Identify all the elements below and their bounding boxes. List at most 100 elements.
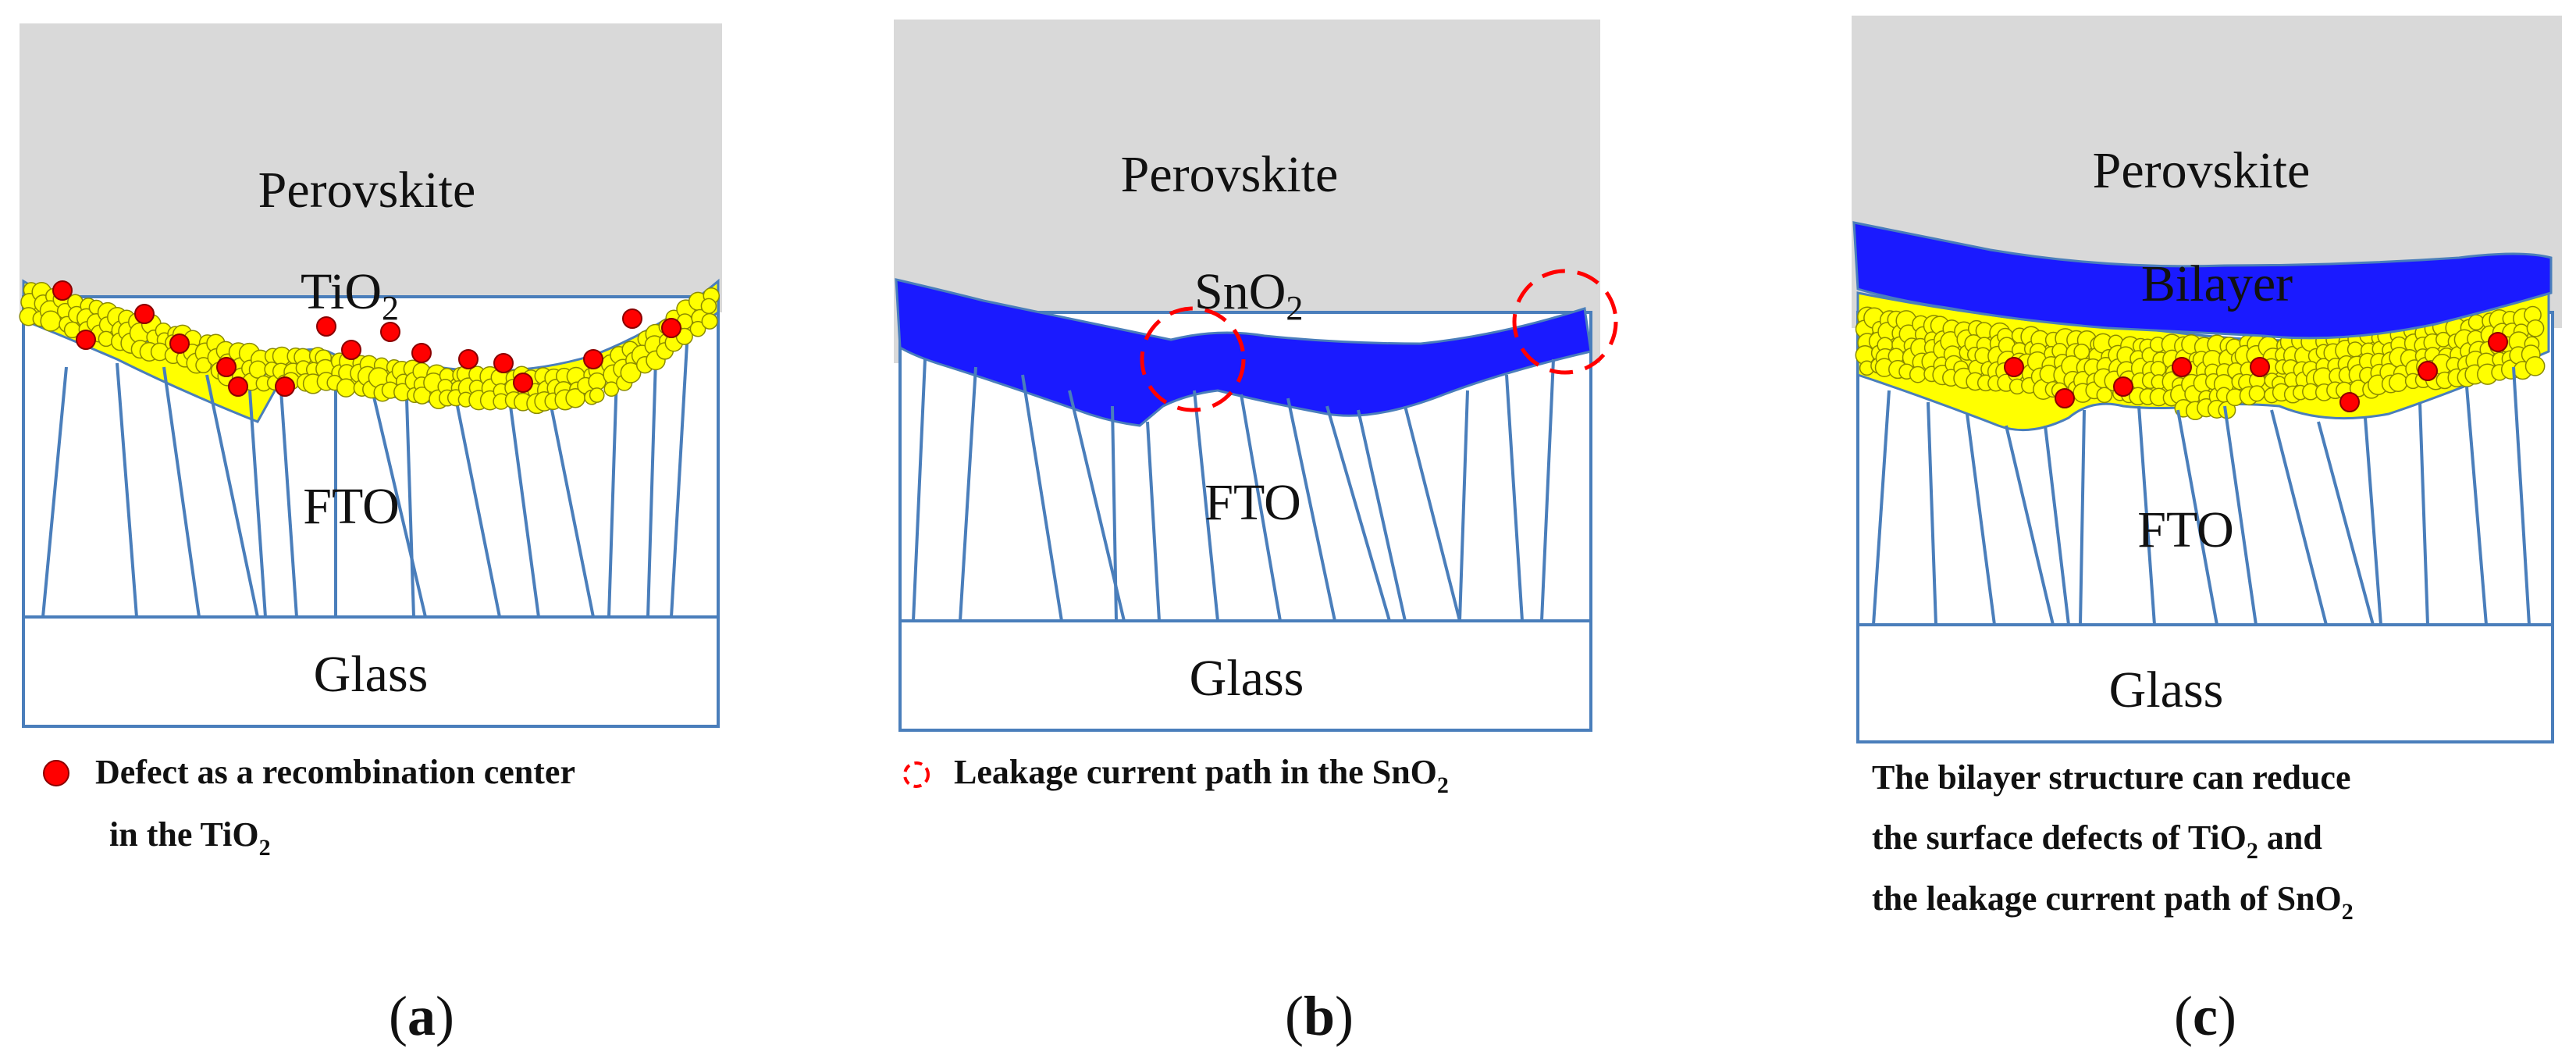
fto-grain-line bbox=[607, 374, 618, 618]
defect-site bbox=[622, 308, 642, 329]
panel-c: Perovskite Bilayer FTO Glass The bilayer… bbox=[1852, 16, 2562, 1047]
note-b-line1-base: Leakage current path in the SnO bbox=[954, 753, 1437, 791]
fto-grain-line bbox=[2176, 409, 2218, 626]
fto-grain-line bbox=[2512, 366, 2531, 626]
tio2-particle bbox=[2524, 355, 2546, 376]
fto-grain-line bbox=[1458, 390, 1469, 622]
fto-grain-line bbox=[2005, 425, 2055, 626]
note-c-line2: the surface defects of TiO2 and bbox=[1872, 818, 2322, 864]
fto-grain-line bbox=[404, 374, 415, 618]
fto-label-c: FTO bbox=[2137, 501, 2234, 558]
fto-grain-line bbox=[2418, 401, 2429, 626]
note-c-line3-sub: 2 bbox=[2342, 899, 2354, 925]
fto-grain-line bbox=[646, 358, 657, 618]
glass-layer-b bbox=[898, 619, 1592, 732]
glass-layer-c bbox=[1856, 623, 2554, 743]
etl-label-a-base: TiO bbox=[301, 263, 382, 320]
fto-grain-line bbox=[959, 366, 977, 622]
fto-grain-line bbox=[1404, 405, 1461, 622]
leakage-circle-2 bbox=[1512, 269, 1618, 375]
fto-grain-line bbox=[1111, 405, 1118, 622]
perovskite-label-a: Perovskite bbox=[258, 162, 476, 219]
panel-b: Perovskite SnO2 FTO Glass Leakage curren… bbox=[894, 20, 1618, 1047]
tio2-particle bbox=[589, 387, 605, 403]
fto-label-b: FTO bbox=[1204, 474, 1301, 531]
defect-site bbox=[316, 316, 336, 337]
tio2-particle bbox=[195, 357, 212, 374]
fto-grain-line bbox=[1927, 401, 1937, 626]
fto-grain-line bbox=[2270, 409, 2328, 626]
panel-label-b: (b) bbox=[1285, 985, 1354, 1047]
etl-label-a-sub: 2 bbox=[382, 289, 399, 327]
sno2-layer-c bbox=[1852, 221, 2553, 340]
defect-site bbox=[2055, 388, 2075, 408]
defect-site bbox=[2418, 361, 2438, 381]
note-c-line2-base: the surface defects of TiO bbox=[1872, 818, 2247, 857]
fto-grain-line bbox=[2364, 417, 2382, 626]
defect-site bbox=[2339, 392, 2360, 412]
fto-grain-line bbox=[912, 358, 927, 622]
fto-grain-line bbox=[1505, 374, 1524, 622]
fto-grain-line bbox=[2079, 409, 2086, 626]
tio2-particle bbox=[2073, 343, 2090, 360]
fto-grain-line bbox=[205, 374, 259, 618]
note-c-line3: the leakage current path of SnO2 bbox=[1872, 879, 2354, 925]
fto-grain-line bbox=[365, 366, 427, 618]
panel-a: Perovskite TiO2 FTO Glass Defect as a re… bbox=[19, 23, 722, 1047]
panel-label-c: (c) bbox=[2174, 985, 2236, 1047]
glass-label-a: Glass bbox=[314, 646, 429, 703]
tio2-particle bbox=[2467, 314, 2485, 331]
fto-grain-line bbox=[2223, 405, 2258, 626]
tio2-particle bbox=[2096, 387, 2113, 404]
note-a-line1: Defect as a recombination center bbox=[95, 753, 575, 791]
defect-site bbox=[134, 304, 155, 324]
glass-label-c: Glass bbox=[2109, 661, 2224, 718]
defect-site bbox=[411, 343, 432, 363]
defect-site bbox=[458, 349, 479, 369]
fto-grain-line bbox=[2465, 386, 2488, 626]
note-a-line2-sub: 2 bbox=[259, 835, 271, 861]
tio2-particles-a bbox=[19, 280, 720, 415]
defect-site bbox=[380, 322, 400, 342]
defect-site bbox=[583, 349, 603, 369]
fto-grain-line bbox=[162, 366, 201, 618]
tio2-particle bbox=[2248, 385, 2265, 402]
glass-layer-a bbox=[22, 615, 720, 728]
etl-label-b: SnO2 bbox=[1194, 263, 1303, 327]
perovskite-layer-a bbox=[20, 23, 722, 312]
fto-grain-line bbox=[248, 390, 267, 618]
fto-grain-line bbox=[670, 343, 688, 618]
fto-grain-line bbox=[1872, 390, 1891, 626]
tio2-particle bbox=[336, 378, 356, 398]
glass-label-b: Glass bbox=[1190, 650, 1304, 707]
fto-grain-line bbox=[1193, 390, 1219, 622]
defect-site bbox=[52, 280, 73, 301]
fto-label-a: FTO bbox=[303, 478, 400, 535]
defect-site bbox=[661, 318, 681, 338]
tio2-particle bbox=[620, 362, 642, 383]
defect-site bbox=[169, 333, 190, 354]
fto-grain-line bbox=[1325, 405, 1391, 622]
note-c-line2-sub: 2 bbox=[2247, 838, 2258, 864]
note-a-line2: in the TiO2 bbox=[109, 815, 271, 861]
fto-grain-line bbox=[41, 366, 68, 618]
fto-grain-line bbox=[1286, 398, 1336, 622]
tio2-particle bbox=[700, 298, 717, 315]
tio2-particle bbox=[2526, 319, 2545, 337]
leakage-legend-icon bbox=[903, 761, 930, 788]
leakage-circle-1 bbox=[1140, 306, 1246, 412]
perovskite-label-c: Perovskite bbox=[2093, 142, 2311, 199]
defect-site bbox=[275, 376, 295, 397]
fto-grain-line bbox=[2317, 421, 2375, 626]
etl-label-b-base: SnO bbox=[1194, 263, 1286, 320]
defect-site bbox=[493, 353, 514, 373]
defect-site bbox=[76, 330, 96, 350]
perovskite-label-b: Perovskite bbox=[1121, 146, 1339, 203]
tio2-particle bbox=[2347, 341, 2364, 358]
fto-grain-line bbox=[1540, 358, 1555, 622]
defect-site bbox=[341, 340, 361, 360]
etl-label-a: TiO2 bbox=[301, 263, 399, 327]
defect-site bbox=[513, 373, 533, 393]
defect-site bbox=[216, 357, 237, 377]
